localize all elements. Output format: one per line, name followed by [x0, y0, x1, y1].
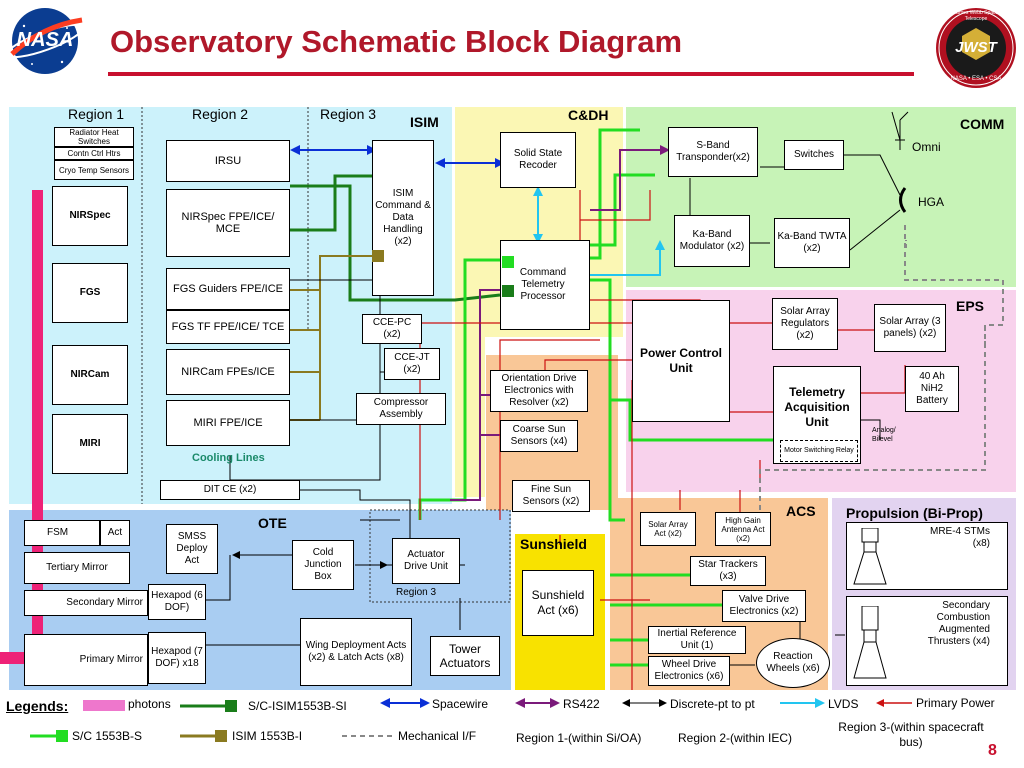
dit-ce-block: DIT CE (x2)	[160, 480, 300, 500]
nircam-block: NIRCam	[52, 345, 128, 405]
fgs-guiders-block: FGS Guiders FPE/ICE	[166, 268, 290, 310]
isim-cdh-block: ISIM Command & Data Handling (x2)	[372, 140, 434, 296]
acs-title: ACS	[786, 503, 816, 519]
eps-title: EPS	[956, 298, 985, 314]
battery-block: 40 Ah NiH2 Battery	[905, 366, 959, 412]
nircam-fpe-block: NIRCam FPEs/ICE	[166, 349, 290, 395]
isim-title: ISIM	[410, 114, 439, 130]
radiator-heat-switches: Radiator Heat Switches	[54, 127, 134, 147]
cryo-temp-sensors: Cryo Temp Sensors	[54, 160, 134, 180]
jwst-logo-text: JWST	[955, 39, 997, 56]
legend-isim1553: ISIM 1553B-I	[232, 729, 303, 743]
legend-region1: Region 1-(within Si/OA)	[516, 731, 642, 745]
legend-region3: Region 3-(within spacecraft bus)	[838, 720, 984, 749]
propulsion-title: Propulsion (Bi-Prop)	[846, 505, 983, 521]
sunshield-title: Sunshield	[520, 536, 587, 552]
fsm-block: FSM	[24, 520, 100, 546]
secondary-block: Secondary Mirror	[24, 590, 148, 616]
ctp-connector-isim	[502, 285, 514, 297]
wing-block: Wing Deployment Acts (x2) & Latch Acts (…	[300, 618, 412, 686]
legend-sc-isim: S/C-ISIM1553B-SI	[248, 699, 347, 713]
title-rule	[108, 72, 914, 76]
thruster-icon	[853, 606, 887, 679]
ctp-connector-sc	[502, 256, 514, 268]
pcu-block: Power Control Unit	[632, 300, 730, 422]
ssr-block: Solid State Recoder	[500, 132, 576, 188]
miri-block: MIRI	[52, 414, 128, 474]
nasa-logo: NASA	[2, 6, 88, 76]
fgs-block: FGS	[52, 263, 128, 323]
legend-lvds: LVDS	[828, 697, 859, 711]
solar-array-block: Solar Array (3 panels) (x2)	[874, 304, 946, 352]
iru-block: Inertial Reference Unit (1)	[648, 626, 746, 654]
legend-mechanical: Mechanical I/F	[398, 729, 477, 743]
irsu-block: IRSU	[166, 140, 290, 182]
cce-pc-block: CCE-PC (x2)	[362, 314, 422, 344]
analog-label: Analog/ Bilevel	[872, 427, 896, 443]
legend-discrete: Discrete-pt to pt	[670, 697, 755, 711]
jwst-agencies-text: NASA • ESA • CSA	[950, 76, 1002, 82]
page-title: Observatory Schematic Block Diagram	[110, 24, 683, 59]
legend-title: Legends:	[6, 698, 69, 714]
smss-block: SMSS Deploy Act	[166, 524, 218, 574]
omni-label: Omni	[912, 140, 941, 154]
sband-block: S-Band Transponder(x2)	[668, 127, 758, 177]
legend-primary-power: Primary Power	[916, 696, 995, 710]
contn-ctrl-htrs: Contn Ctrl Htrs	[54, 147, 134, 160]
compressor-block: Compressor Assembly	[356, 393, 446, 425]
sec-thrusters-label: Secondary Combustion Augmented Thrusters…	[927, 600, 990, 647]
nasa-logo-text: NASA	[16, 29, 74, 51]
region3-ote-label: Region 3	[396, 587, 437, 598]
cooling-lines-label: Cooling Lines	[192, 452, 265, 464]
jwst-logo: JWST James Webb Space Telescope NASA • E…	[934, 6, 1018, 90]
comm-title: COMM	[960, 116, 1005, 132]
fgs-tf-block: FGS TF FPE/ICE/ TCE	[166, 310, 290, 344]
fsm-act-block: Act	[100, 520, 130, 546]
legend-spacewire: Spacewire	[432, 697, 489, 711]
hex7-block: Hexapod (7 DOF) x18	[148, 632, 206, 684]
switches-block: Switches	[784, 140, 844, 170]
region3-label: Region 3	[320, 106, 377, 122]
miri-fpe-block: MIRI FPE/ICE	[166, 400, 290, 446]
mre4-label: MRE-4 STMs (x8)	[930, 526, 990, 549]
hex6-block: Hexapod (6 DOF)	[148, 584, 206, 620]
legend-sc1553: S/C 1553B-S	[72, 729, 143, 743]
fine-sun-block: Fine Sun Sensors (x2)	[512, 480, 590, 512]
ctp-block: Command Telemetry Processor	[500, 240, 590, 330]
cjb-block: Cold Junction Box	[292, 540, 354, 590]
isim-connector	[372, 250, 384, 262]
cce-jt-block: CCE-JT (x2)	[384, 348, 440, 380]
hga-label: HGA	[918, 195, 945, 209]
sunshield-act-block: Sunshield Act (x6)	[522, 570, 594, 636]
nirspec-fpe-block: NIRSpec FPE/ICE/ MCE	[166, 189, 290, 257]
page-number: 8	[988, 742, 997, 759]
wde-block: Wheel Drive Electronics (x6)	[648, 656, 730, 686]
legend-rs422: RS422	[563, 697, 600, 711]
adu-block: Actuator Drive Unit	[392, 538, 460, 584]
kaband-twta-block: Ka-Band TWTA (x2)	[774, 218, 850, 268]
hga-act-block: High Gain Antenna Act (x2)	[715, 512, 771, 546]
kaband-mod-block: Ka-Band Modulator (x2)	[674, 215, 750, 267]
region1-label: Region 1	[68, 106, 125, 122]
coarse-sun-block: Coarse Sun Sensors (x4)	[500, 420, 578, 452]
sar-block: Solar Array Regulators (x2)	[772, 298, 838, 350]
legend-region2: Region 2-(within IEC)	[678, 731, 793, 745]
jwst-ring-text: James Webb Space Telescope	[953, 10, 999, 22]
tertiary-block: Tertiary Mirror	[24, 552, 130, 584]
odr-block: Orientation Drive Electronics with Resol…	[490, 370, 588, 412]
region2-label: Region 2	[192, 106, 249, 122]
reaction-wheels-block: Reaction Wheels (x6)	[756, 638, 830, 688]
star-tracker-block: Star Trackers (x3)	[690, 556, 766, 586]
cdh-title: C&DH	[568, 107, 609, 123]
sa-act-block: Solar Array Act (x2)	[640, 512, 696, 546]
ote-title: OTE	[258, 515, 287, 531]
valve-block: Valve Drive Electronics (x2)	[722, 590, 806, 622]
tower-block: Tower Actuators	[430, 636, 500, 676]
nirspec-block: NIRSpec	[52, 186, 128, 246]
primary-block: Primary Mirror	[24, 634, 148, 686]
motor-relay-block: Motor Switching Relay	[780, 440, 858, 462]
legend-photons: photons	[128, 697, 171, 711]
thruster-icon	[853, 528, 887, 585]
